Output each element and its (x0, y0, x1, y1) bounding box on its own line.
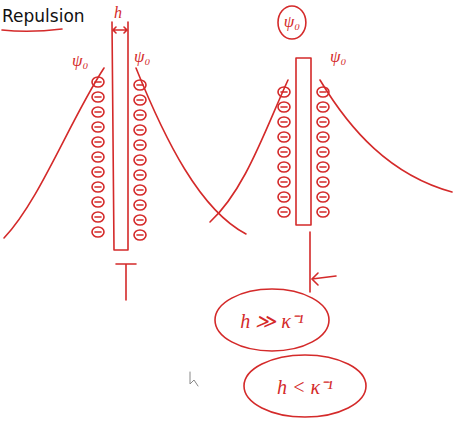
heading: Repulsion (2, 6, 85, 26)
note-text: h < κ⁻¹ (277, 373, 333, 400)
circled-note: h < κ⁻¹ (242, 353, 368, 419)
symbol-label: ψ₀ (330, 48, 346, 67)
symbol-label: ψ₀ (134, 48, 150, 67)
circled-note: h ≫ κ⁻¹ (213, 287, 331, 353)
note-text: h ≫ κ⁻¹ (240, 307, 304, 334)
circled-note: ψ₀ (276, 4, 308, 41)
symbol-label: h (114, 4, 122, 22)
symbol-label: ψ₀ (72, 52, 88, 71)
note-text: ψ₀ (284, 12, 300, 32)
